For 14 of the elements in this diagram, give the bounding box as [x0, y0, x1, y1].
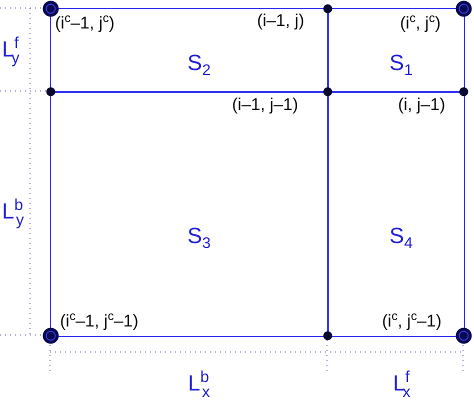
coordinate-label: (i$^{c}$, j$^{c}$): [400, 12, 441, 32]
grid-cell: [50, 8, 328, 92]
coordinate-label: (i–1, j): [257, 12, 304, 29]
coordinate-label: (i, j–1): [398, 96, 446, 113]
grid-cell: [50, 91, 328, 336]
coordinate-label: (i$^{c}$–1, j$^{c}$): [55, 12, 115, 32]
cell-label: S$_{4}$: [389, 222, 413, 254]
coordinate-label: (i$^{c}$–1, j$^{c}$–1): [60, 310, 138, 330]
cell-label: S$_{3}$: [187, 222, 211, 254]
cell-label: S$_{1}$: [389, 50, 413, 80]
coordinate-label: (i–1, j–1): [232, 96, 298, 113]
grid-cell: [327, 91, 464, 336]
cell-label: S$_{2}$: [187, 50, 211, 80]
coordinate-label: (i$^{c}$, j$^{c}$–1): [382, 310, 442, 330]
